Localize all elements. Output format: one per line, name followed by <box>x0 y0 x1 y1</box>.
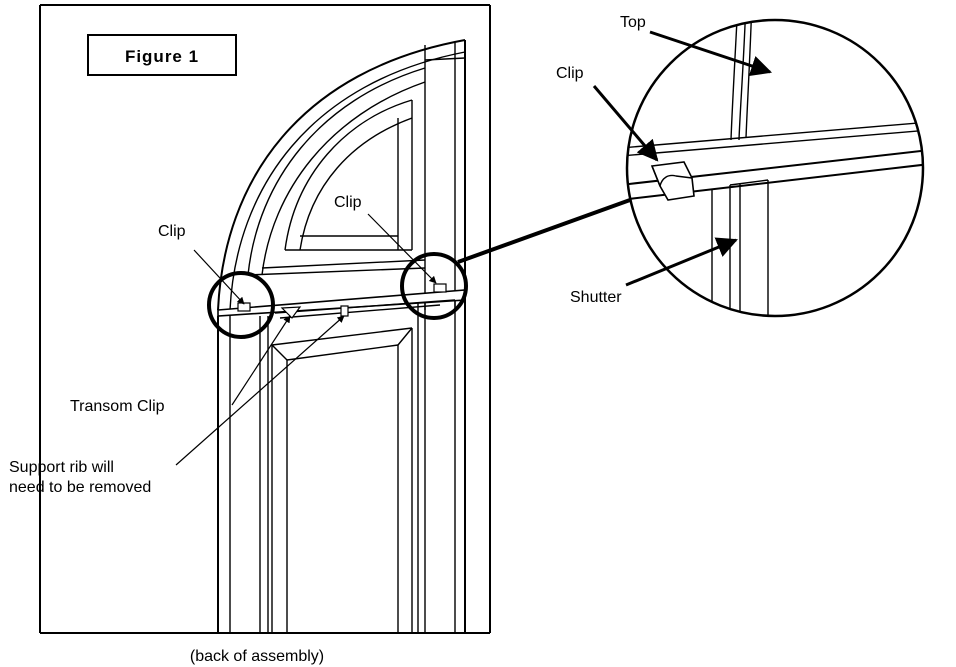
leader-transom-clip <box>231 315 291 406</box>
figure-title-box: Figure 1 <box>87 34 237 76</box>
label-support-rib-1: Support rib will <box>9 459 114 476</box>
label-top: Top <box>620 14 646 31</box>
label-shutter: Shutter <box>570 289 622 306</box>
detail-view <box>625 18 925 318</box>
figure-title: Figure 1 <box>125 47 199 66</box>
arrow-shutter <box>625 237 738 287</box>
label-clip-detail: Clip <box>556 65 584 82</box>
figure-caption: (back of assembly) <box>190 648 324 665</box>
label-clip-left: Clip <box>158 223 186 240</box>
detail-connector <box>457 198 631 264</box>
right-clip-highlight <box>400 252 468 320</box>
arrow-top <box>649 30 772 76</box>
leader-clip-left <box>193 249 245 305</box>
label-support-rib-2: need to be removed <box>9 479 151 496</box>
figure-frame <box>39 4 491 634</box>
leader-support-rib <box>175 315 345 466</box>
leader-clip-center <box>367 213 437 284</box>
left-clip-highlight <box>207 271 275 339</box>
arrow-clip-detail <box>592 85 659 162</box>
label-transom-clip: Transom Clip <box>70 398 165 415</box>
label-clip-center: Clip <box>334 194 362 211</box>
shutter-assembly <box>217 39 466 633</box>
